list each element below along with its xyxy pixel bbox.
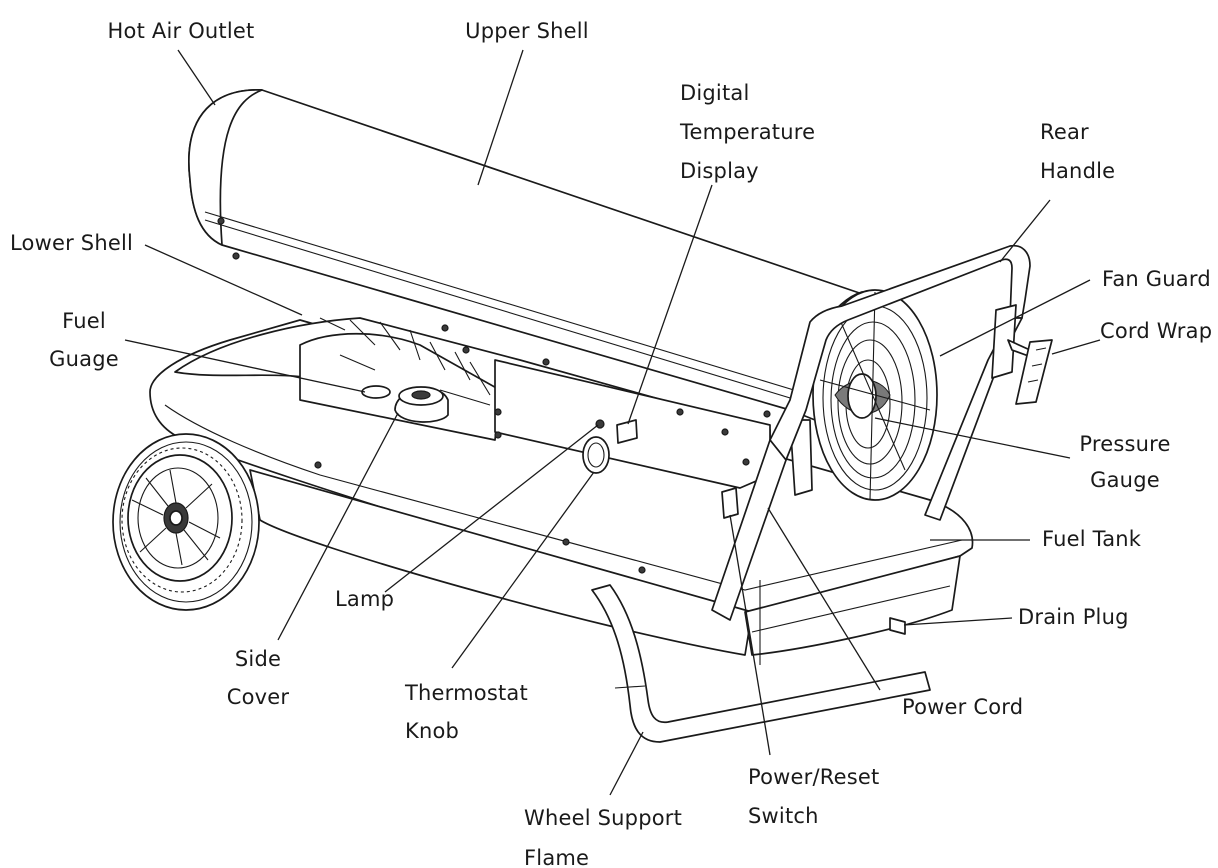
rear-handle-drawing [711, 244, 1053, 621]
label-cord-wrap: Cord Wrap [1100, 319, 1213, 343]
leader-lines [124, 49, 1101, 796]
label-fan-guard: Fan Guard [1102, 267, 1211, 291]
label-fuel-guage: Fuel Guage [49, 309, 119, 371]
label-digital-temperature-display: Digital Temperature Display [680, 81, 816, 183]
label-power-reset-switch: Power/Reset Switch [748, 765, 880, 828]
label-wheel-support-flame: Wheel Support Flame [524, 806, 683, 868]
label-side-cover: Side Cover [226, 647, 290, 709]
label-thermostat-knob: Thermostat Knob [405, 681, 528, 743]
label-pressure-gauge: Pressure Gauge [1079, 432, 1171, 492]
wheel-drawing [112, 433, 260, 611]
label-power-cord: Power Cord [902, 695, 1024, 719]
label-lamp: Lamp [335, 587, 395, 611]
label-drain-plug: Drain Plug [1018, 605, 1129, 629]
label-lower-shell: Lower Shell [10, 231, 134, 255]
label-rear-handle: Rear Handle [1040, 120, 1116, 183]
label-hot-air-outlet: Hot Air Outlet [107, 19, 255, 43]
fan-guard-drawing [789, 289, 938, 501]
label-fuel-tank: Fuel Tank [1042, 527, 1142, 551]
label-upper-shell: Upper Shell [465, 19, 589, 43]
body-drawing [174, 317, 771, 574]
